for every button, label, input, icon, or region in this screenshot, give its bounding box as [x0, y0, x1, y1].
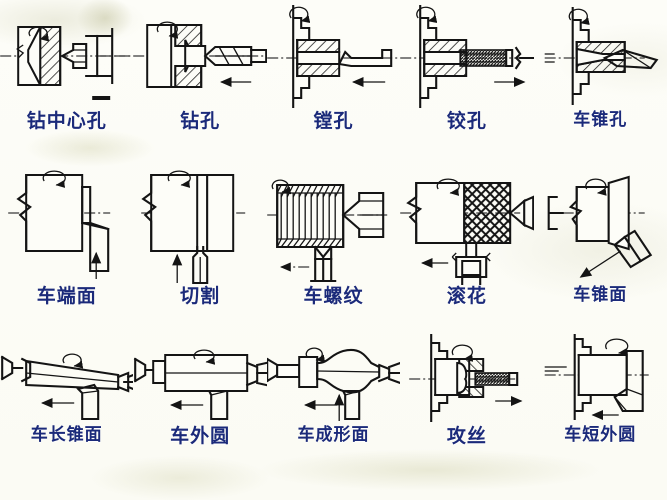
diagram-knurling: [400, 167, 534, 285]
figure-label: 车成形面: [297, 425, 370, 446]
diagram-form-turning: [266, 333, 401, 425]
figure-label: 钻中心孔: [26, 110, 107, 132]
figure-label: 镗孔: [313, 110, 354, 132]
diagram-tapping: [400, 333, 533, 425]
figure-label: 车螺纹: [303, 284, 364, 307]
figure-knurling: 滚花: [400, 167, 534, 334]
figure-thread-cutting: 车螺纹: [266, 167, 400, 334]
diagram-drill-center-hole: [0, 0, 134, 108]
diagram-taper-boring: [534, 0, 667, 108]
diagram-parting: [133, 167, 266, 285]
figure-label: 车短外圆: [564, 425, 637, 446]
figure-label: 车长锥面: [30, 425, 103, 446]
figure-form-turning: 车成形面: [266, 333, 401, 500]
figure-label: 钻孔: [180, 110, 221, 132]
diagram-boring: [266, 0, 400, 108]
diagram-reaming: [400, 0, 534, 108]
diagram-od-turning: [133, 333, 267, 425]
figure-label: 攻丝: [446, 425, 487, 448]
figure-label: 铰孔: [446, 110, 487, 132]
figure-od-turning: 车外圆: [133, 333, 267, 500]
figure-taper-turning: 车锥面: [534, 167, 667, 334]
figure-long-taper-turning: 车长锥面: [0, 333, 134, 500]
figure-label: 车锥孔: [573, 110, 628, 130]
diagram-long-taper-turning: [0, 333, 134, 425]
figure-label: 滚花: [446, 284, 487, 307]
figure-drill-center-hole: 钻中心孔: [0, 0, 134, 167]
figure-tapping: 攻丝: [400, 333, 533, 500]
figure-label: 切割: [180, 284, 221, 307]
diagram-taper-turning: [534, 167, 667, 285]
figure-boring: 镗孔: [266, 0, 400, 167]
figure-taper-boring: 车锥孔: [534, 0, 667, 167]
figure-label: 车锥面: [573, 284, 628, 305]
figure-label: 车端面: [36, 284, 97, 307]
figure-label: 车外圆: [170, 425, 231, 448]
diagram-short-od-turning: [534, 333, 667, 425]
figure-short-od-turning: 车短外圆: [534, 333, 667, 500]
figure-reaming: 铰孔: [400, 0, 534, 167]
diagram-facing: [0, 167, 133, 285]
figure-drilling: 钻孔: [133, 0, 267, 167]
figure-parting: 切割: [133, 167, 266, 334]
figure-facing: 车端面: [0, 167, 133, 334]
diagram-thread-cutting: [266, 167, 400, 285]
diagram-drilling: [133, 0, 267, 108]
